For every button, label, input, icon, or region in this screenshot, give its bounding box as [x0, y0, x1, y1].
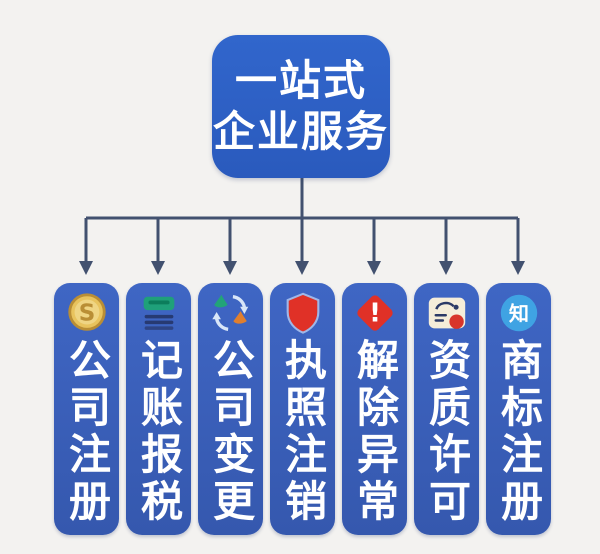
coin-dollar-icon: S — [67, 293, 106, 331]
pill-label: 执照注销 — [278, 338, 328, 526]
pill-remove-abnormality: ! 解除异常 — [342, 283, 407, 535]
pill-trademark-registration: 知 商标注册 — [486, 283, 551, 535]
arrowheads — [79, 261, 525, 275]
pill-label: 公司注册 — [62, 338, 112, 526]
pill-bookkeeping-tax: 记账报税 — [126, 283, 191, 535]
pill-label: 资质许可 — [422, 338, 472, 526]
pill-label: 记账报税 — [134, 338, 184, 526]
root-node-one-stop-enterprise-services: 一站式 企业服务 — [212, 35, 390, 178]
pill-company-change: 公司变更 — [198, 283, 263, 535]
alert-diamond-icon: ! — [356, 295, 393, 331]
header-title-line1: 一站式 — [234, 56, 367, 106]
pill-label: 商标注册 — [494, 338, 544, 526]
header-title-line2: 企业服务 — [212, 106, 389, 156]
certificate-seal-icon — [428, 297, 465, 329]
ledger-books-icon — [143, 296, 174, 330]
pill-license-cancellation: 执照注销 — [270, 283, 335, 535]
svg-text:知: 知 — [508, 302, 528, 326]
pill-label: 公司变更 — [206, 338, 256, 526]
svg-text:!: ! — [369, 299, 381, 329]
swap-cycle-icon — [211, 294, 248, 331]
trademark-zhi-icon: 知 — [500, 294, 537, 332]
svg-text:S: S — [78, 301, 95, 327]
pill-qualification-license: 资质许可 — [414, 283, 479, 535]
pill-label: 解除异常 — [350, 338, 400, 526]
shield-icon — [286, 292, 319, 334]
service-pills-row: S 公司注册 记账报税 公司变更 — [54, 283, 551, 535]
pill-company-registration: S 公司注册 — [54, 283, 119, 535]
